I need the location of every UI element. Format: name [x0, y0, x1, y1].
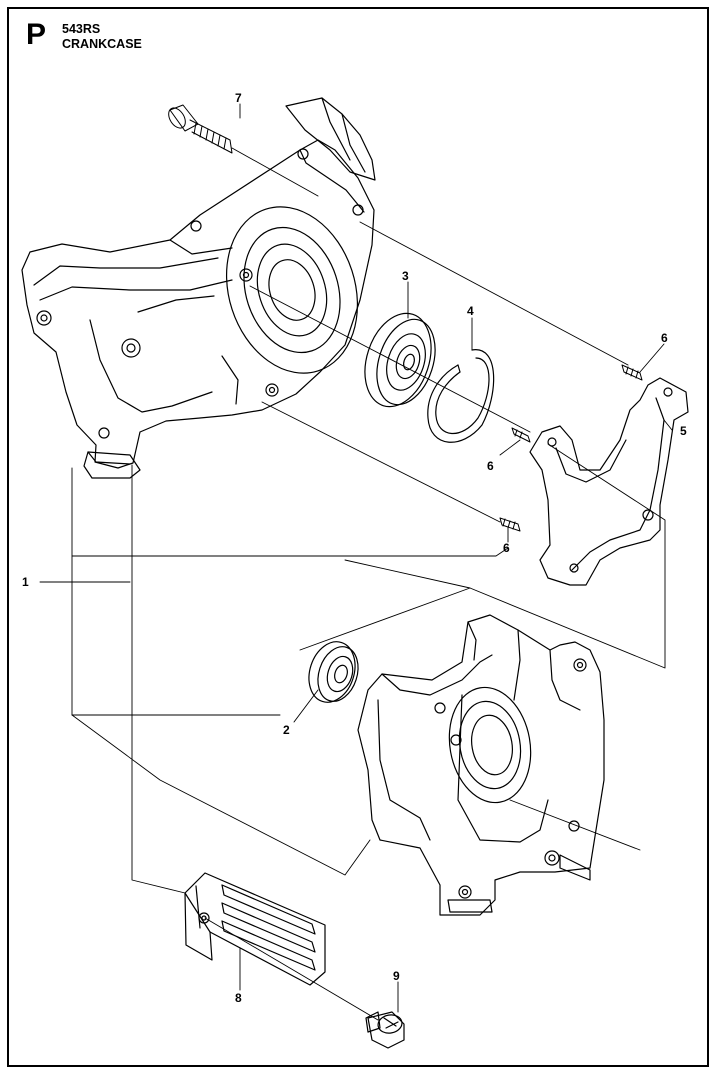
section-letter: P [26, 18, 47, 51]
callout-4: 4 [467, 304, 474, 318]
callout-6-upper-right: 6 [661, 331, 668, 345]
part-7-screw [168, 104, 319, 197]
callout-8: 8 [235, 991, 242, 1005]
callout-labels: 1 2 3 4 5 6 6 6 7 8 9 [22, 91, 687, 1005]
part-4-retaining-ring [427, 349, 495, 443]
part-8-shield-plate [184, 872, 326, 986]
callout-6-center: 6 [487, 459, 494, 473]
part-9-flange-screw [365, 1011, 405, 1049]
upper-crankcase-half [21, 97, 376, 479]
part-6-dowel-pins [499, 364, 643, 532]
model-number: 543RS [62, 22, 101, 36]
lower-crankcase-half [357, 614, 605, 916]
callout-5: 5 [680, 424, 687, 438]
callout-1: 1 [22, 575, 29, 589]
diagram-title: CRANKCASE [62, 37, 142, 51]
callout-3: 3 [402, 269, 409, 283]
leader-lines [39, 103, 673, 1021]
callout-9: 9 [393, 969, 400, 983]
callout-2: 2 [283, 723, 290, 737]
part-2-bearing [308, 641, 359, 703]
part-5-gasket [529, 377, 689, 586]
callout-7: 7 [235, 91, 242, 105]
callout-6-left: 6 [503, 541, 510, 555]
part-3-bearing [364, 312, 436, 408]
diagram-frame [7, 7, 709, 1067]
